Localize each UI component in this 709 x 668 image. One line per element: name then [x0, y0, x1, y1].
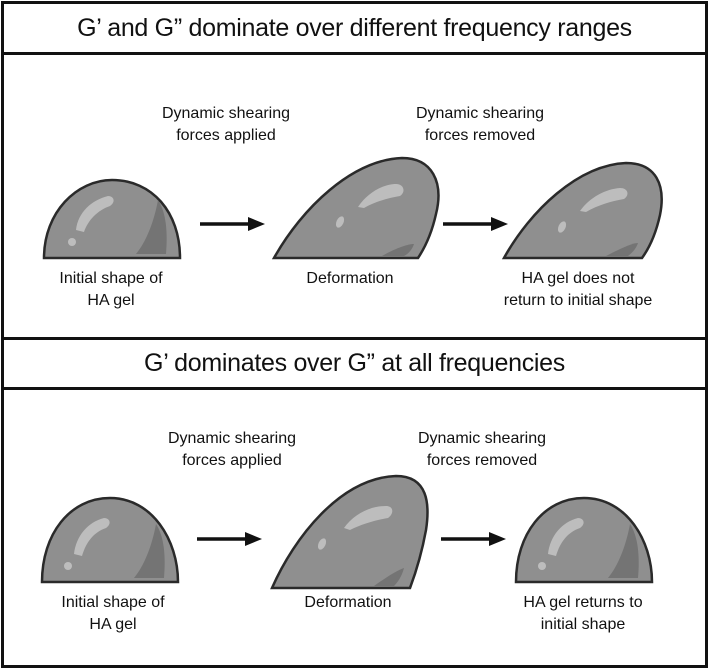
stage2-label: Deformation	[306, 268, 393, 290]
label-line: Deformation	[306, 270, 394, 287]
gel-initial-shape	[42, 178, 182, 260]
label-line: HA gel does not	[521, 270, 635, 287]
label-line: Initial shape of	[59, 270, 163, 287]
label-line: forces removed	[424, 127, 536, 144]
label-line: HA gel returns to	[523, 594, 643, 611]
panel-2-title: G’ dominates over G” at all frequencies	[4, 337, 705, 390]
gel-deformed-shape	[271, 156, 440, 260]
force-removed-label: Dynamic shearing forces removed	[416, 103, 544, 147]
label-line: Initial shape of	[61, 594, 165, 611]
label-line: forces removed	[426, 452, 538, 469]
force-removed-label: Dynamic shearing forces removed	[418, 428, 546, 472]
label-line: forces applied	[182, 452, 282, 469]
label-line: Dynamic shearing	[167, 430, 297, 447]
panel-1-title: G’ and G” dominate over different freque…	[4, 4, 705, 55]
arrow-right-icon	[197, 532, 262, 546]
stage3-label: HA gel returns to initial shape	[523, 592, 642, 636]
label-line: Deformation	[304, 594, 392, 611]
stage2-label: Deformation	[304, 592, 391, 614]
gel-initial-shape	[40, 496, 180, 584]
label-line: HA gel	[89, 616, 137, 633]
stage3-label: HA gel does not return to initial shape	[504, 268, 653, 312]
label-line: Dynamic shearing	[417, 430, 547, 447]
arrow-right-icon	[200, 217, 265, 231]
gel-deformed-shape	[270, 474, 429, 590]
label-line: Dynamic shearing	[161, 105, 291, 122]
gel-returned-initial-shape	[514, 496, 654, 584]
stage1-label: Initial shape of HA gel	[61, 592, 164, 636]
label-line: initial shape	[540, 616, 626, 633]
force-applied-label: Dynamic shearing forces applied	[168, 428, 296, 472]
label-line: forces applied	[176, 127, 276, 144]
stage1-label: Initial shape of HA gel	[59, 268, 162, 312]
label-line: Dynamic shearing	[415, 105, 545, 122]
arrow-right-icon	[443, 217, 508, 231]
arrow-right-icon	[441, 532, 506, 546]
force-applied-label: Dynamic shearing forces applied	[162, 103, 290, 147]
label-line: return to initial shape	[503, 292, 653, 309]
label-line: HA gel	[87, 292, 135, 309]
gel-final-deformed-shape	[501, 161, 663, 260]
